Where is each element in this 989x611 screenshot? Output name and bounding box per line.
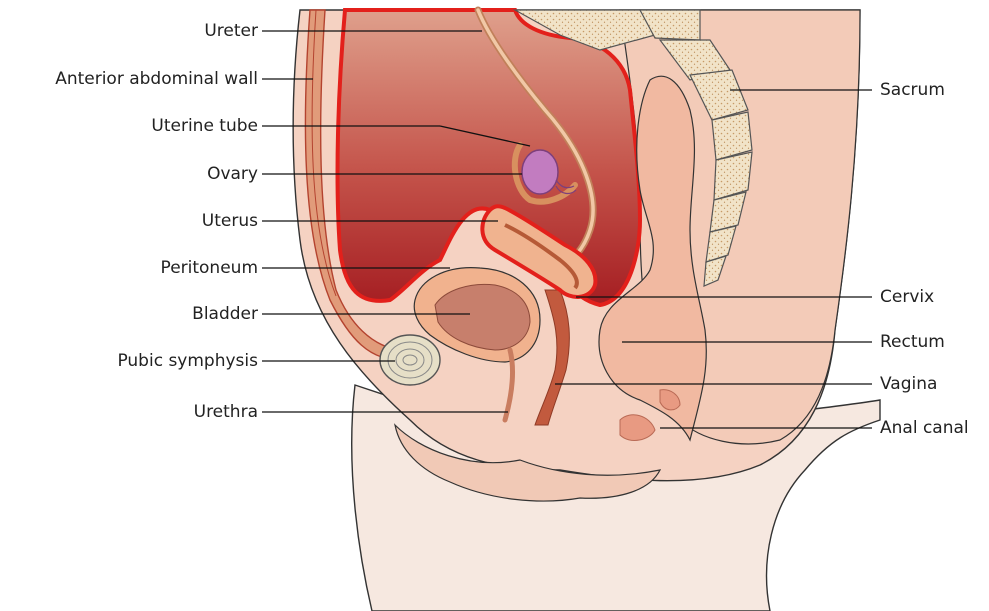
label-rectum: Rectum	[880, 332, 945, 352]
label-pubic-symphysis: Pubic symphysis	[117, 351, 258, 371]
label-urethra: Urethra	[194, 402, 258, 422]
label-ureter: Ureter	[204, 21, 258, 41]
label-peritoneum: Peritoneum	[161, 258, 258, 278]
label-ovary: Ovary	[207, 164, 258, 184]
ovary	[522, 150, 558, 194]
label-bladder: Bladder	[192, 304, 258, 324]
label-sacrum: Sacrum	[880, 80, 945, 100]
label-vagina: Vagina	[880, 374, 937, 394]
pubic-symphysis	[380, 335, 440, 385]
label-anal-canal: Anal canal	[880, 418, 969, 438]
label-uterus: Uterus	[202, 211, 258, 231]
label-uterine-tube: Uterine tube	[151, 116, 258, 136]
label-cervix: Cervix	[880, 287, 934, 307]
label-anterior-abdominal-wall: Anterior abdominal wall	[55, 69, 258, 89]
